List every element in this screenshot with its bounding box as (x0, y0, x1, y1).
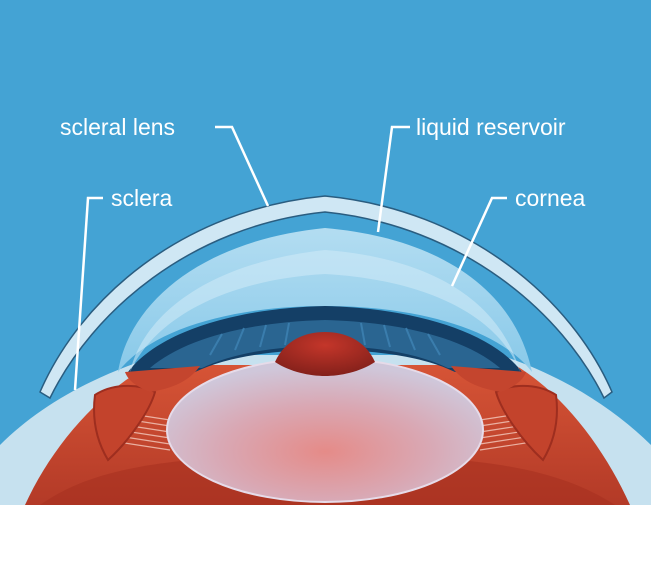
liquid-reservoir (118, 228, 532, 372)
label-liquid-reservoir: liquid reservoir (416, 114, 566, 140)
leader-scleral-lens (215, 125, 270, 207)
ciliary-body-left (93, 384, 157, 462)
iris-root-right (451, 366, 526, 392)
leader-cornea (450, 196, 507, 287)
iris-root-left (125, 366, 200, 392)
label-scleral-lens: scleral lens (60, 114, 175, 140)
leader-liquid-reservoir (376, 125, 410, 233)
pupil (275, 332, 375, 376)
label-cornea: cornea (515, 185, 586, 211)
leader-sclera (73, 196, 103, 391)
iris-fibers (209, 322, 441, 356)
ciliary-body-right (494, 384, 558, 462)
bottom-margin (0, 505, 651, 580)
crystalline-lens (166, 357, 484, 503)
label-sclera: sclera (111, 185, 173, 211)
leader-lines (73, 125, 507, 391)
cornea (130, 250, 520, 372)
